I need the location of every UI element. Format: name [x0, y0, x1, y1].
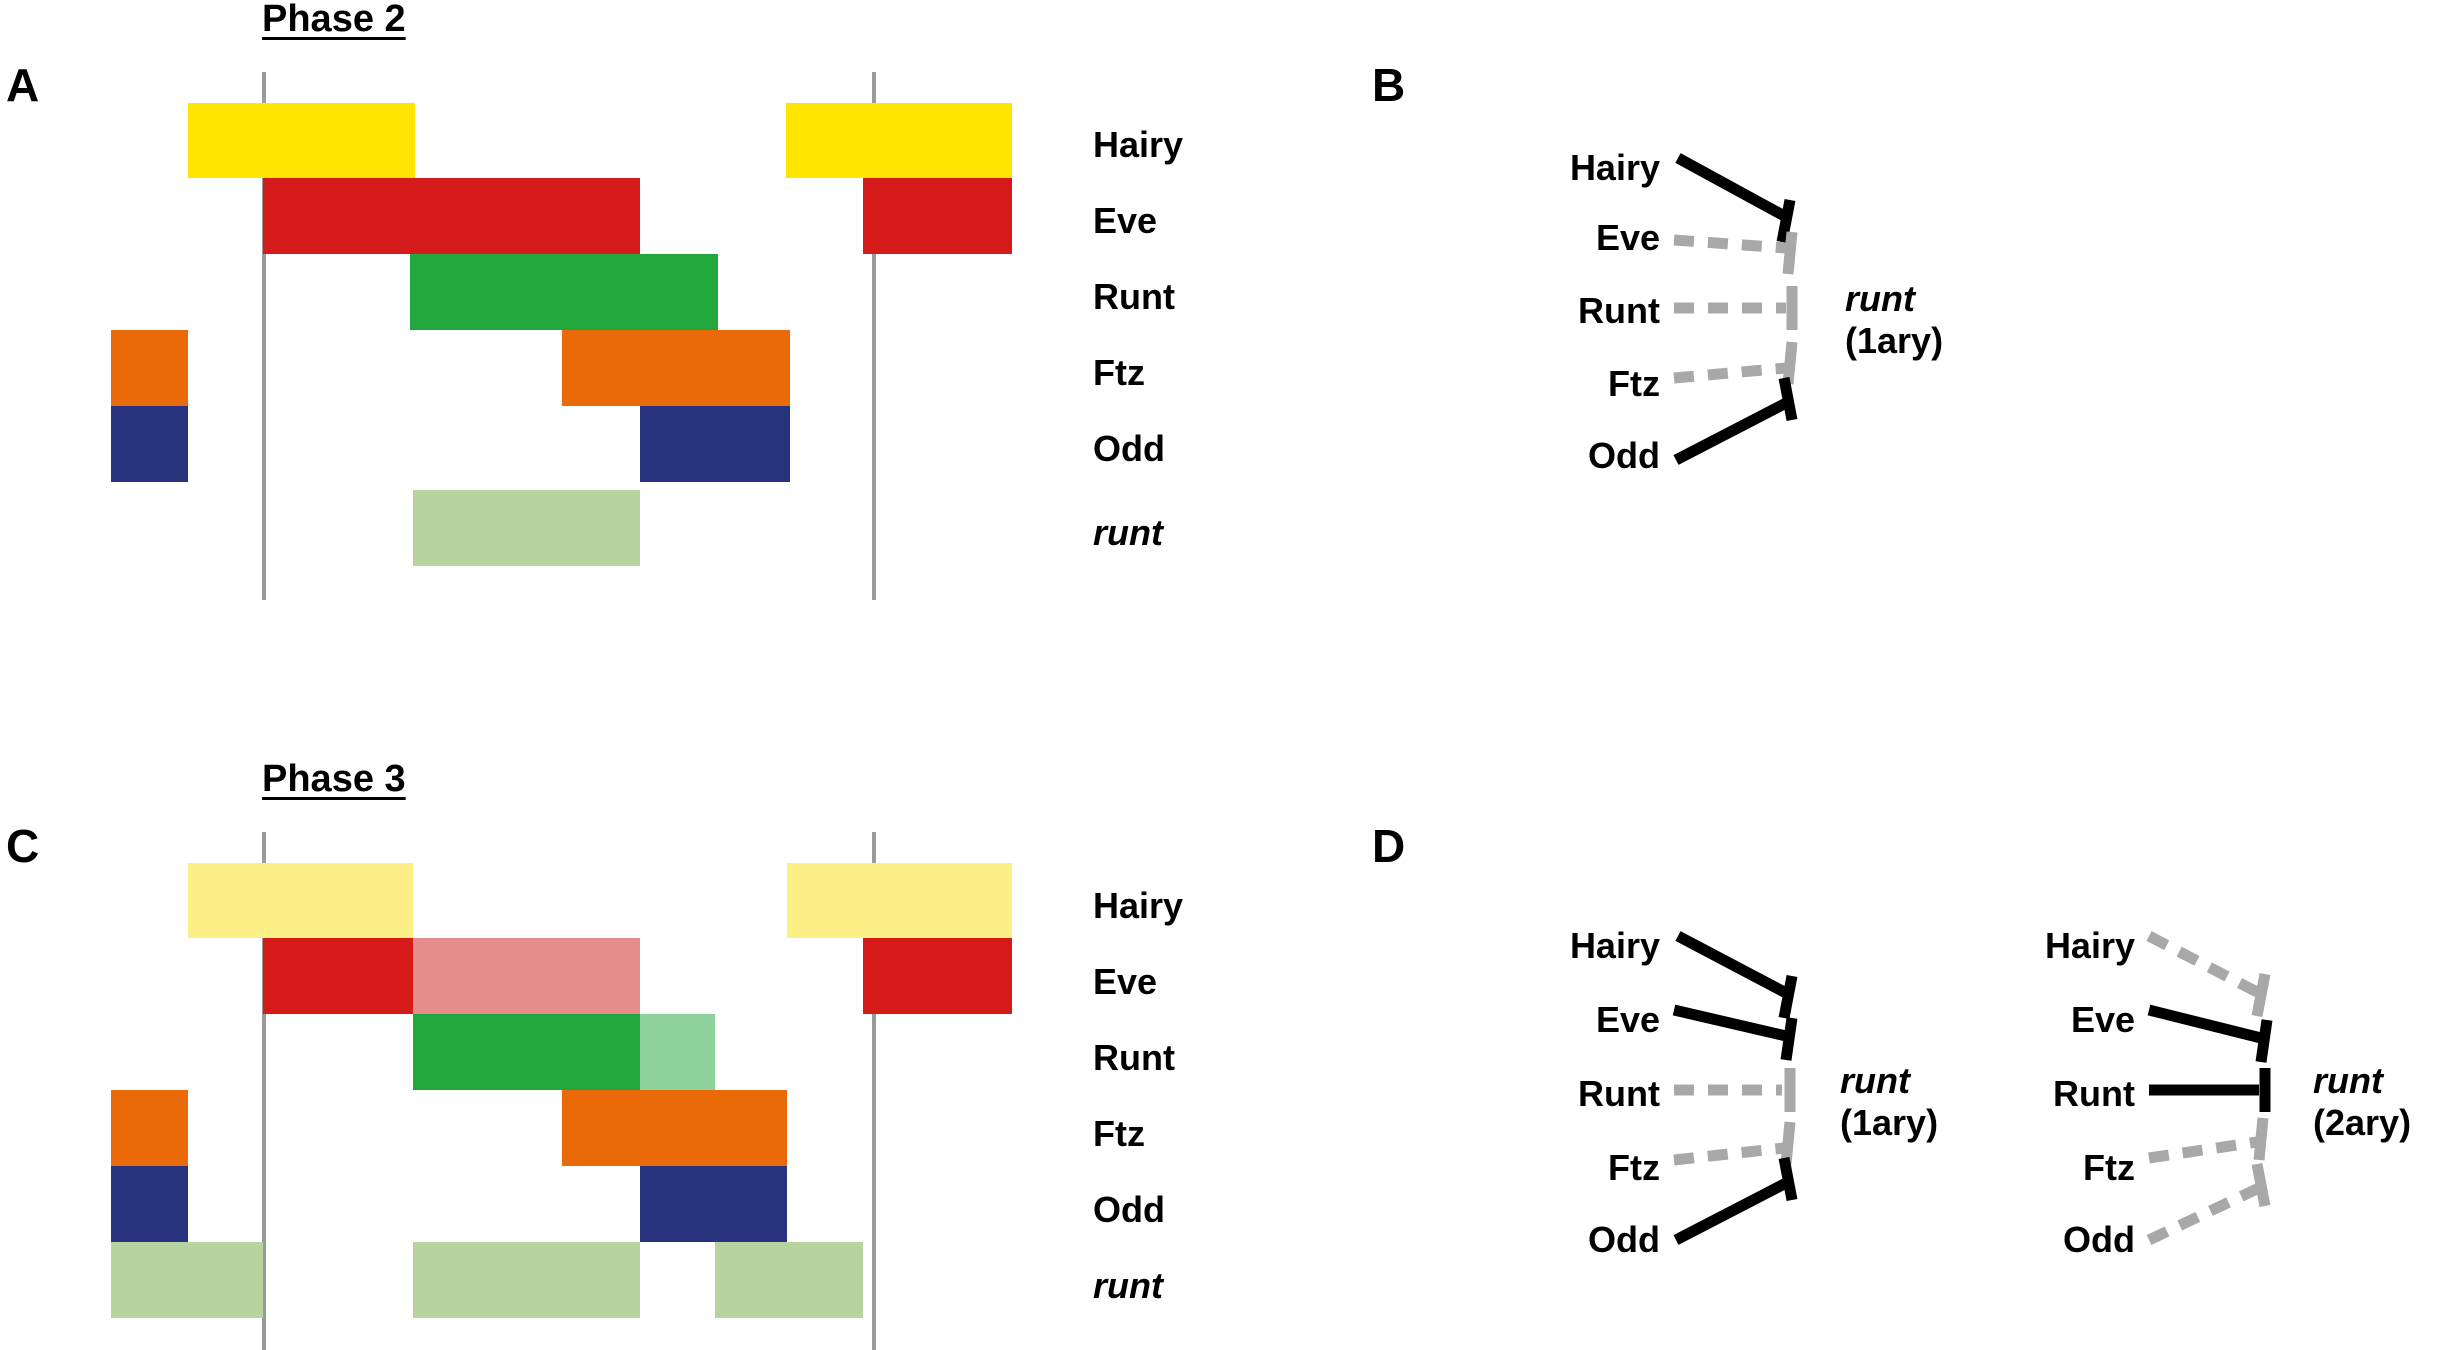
repression-arrow-ftz-b: [1673, 341, 1798, 385]
bar-hairy-c-2: [787, 863, 1012, 938]
repression-arrow-eve-b: [1673, 231, 1798, 275]
network-label-hairy-d1: Hairy: [1569, 925, 1660, 966]
target-qualifier-b: (1ary): [1845, 320, 1944, 362]
bar-ftz-c-2: [562, 1090, 787, 1166]
guide-line-right-c: [872, 832, 876, 1350]
panel-c-chart: [0, 760, 1100, 1350]
bar-hairy-c-1: [188, 863, 413, 938]
repression-arrow-eve-d2: [2147, 1004, 2273, 1063]
bar-runt-gene-c-2: [413, 1242, 640, 1318]
repression-arrow-runt-d2: [2149, 1068, 2271, 1112]
network-label-odd-b: Odd: [1588, 435, 1660, 476]
bar-odd-c-2: [640, 1166, 787, 1242]
panel-letter-c: C: [6, 820, 40, 872]
panel-letter-a: A: [6, 59, 40, 111]
bar-eve-a-1: [263, 178, 640, 254]
bar-eve-a-2: [863, 178, 1012, 254]
network-label-odd-d2: Odd: [2063, 1219, 2135, 1260]
phase-2-title: Phase 2: [262, 0, 406, 40]
target-qualifier-d1: (1ary): [1840, 1102, 1939, 1144]
network-label-eve-d2: Eve: [2070, 999, 2135, 1040]
panel-d-network-2ary: Hairy Eve Runt Ftz Odd runt (2ary): [2015, 910, 2440, 1258]
guide-line-left-c: [262, 832, 266, 1350]
phase-3-title: Phase 3: [262, 758, 406, 800]
panel-b-arrows: [1673, 153, 1798, 465]
repression-arrow-odd-b: [1673, 376, 1798, 465]
panel-d2-arrows: [2146, 931, 2273, 1245]
bar-ftz-a-1: [111, 330, 188, 406]
bar-runt-gene-c-3: [715, 1242, 863, 1318]
bar-odd-a-2: [640, 406, 790, 482]
network-label-hairy-b: Hairy: [1569, 147, 1660, 188]
target-name-b: runt: [1845, 278, 1915, 319]
row-label-eve-a: Eve: [1093, 200, 1158, 241]
repression-arrow-ftz-d1: [1673, 1121, 1796, 1166]
bar-ftz-a-2: [562, 330, 790, 406]
bar-odd-a-1: [111, 406, 188, 482]
repression-arrow-odd-d1: [1673, 1156, 1798, 1245]
row-label-runt-a: Runt: [1093, 276, 1175, 317]
row-label-odd-a: Odd: [1093, 428, 1165, 469]
guide-line-right-a: [872, 72, 876, 600]
row-label-runt-gene-a: runt: [1093, 512, 1163, 553]
target-label-b: runt (1ary): [1845, 278, 1943, 363]
bar-runt-gene-a-1: [413, 490, 640, 566]
panel-a-chart: [0, 0, 1100, 620]
repression-arrow-runt-b: [1674, 286, 1798, 330]
target-qualifier-d2: (2ary): [2313, 1102, 2412, 1144]
row-label-odd-c: Odd: [1093, 1189, 1165, 1230]
bar-hairy-a-1: [188, 103, 415, 178]
panel-letter-d: D: [1372, 820, 1406, 872]
target-name-d2: runt: [2313, 1060, 2383, 1101]
target-name-d1: runt: [1840, 1060, 1910, 1101]
bar-eve-c-2: [863, 938, 1012, 1014]
network-label-ftz-d1: Ftz: [1608, 1147, 1660, 1188]
guide-line-left-a: [262, 72, 266, 600]
repression-arrow-hairy-d2: [2146, 931, 2271, 1018]
bar-ftz-c-1: [111, 1090, 188, 1166]
network-label-hairy-d2: Hairy: [2044, 925, 2135, 966]
bar-runt-c-1: [413, 1014, 640, 1090]
network-label-odd-d1: Odd: [1588, 1219, 1660, 1260]
row-label-eve-c: Eve: [1093, 961, 1158, 1002]
target-label-d2: runt (2ary): [2313, 1060, 2411, 1145]
bar-odd-c-1: [111, 1166, 188, 1242]
row-label-hairy-c: Hairy: [1093, 885, 1184, 926]
network-label-eve-b: Eve: [1595, 217, 1660, 258]
panel-d-network-1ary: Hairy Eve Runt Ftz Odd runt (1ary): [1540, 910, 2020, 1258]
row-label-ftz-a: Ftz: [1093, 352, 1145, 393]
row-label-hairy-a: Hairy: [1093, 124, 1184, 165]
row-label-ftz-c: Ftz: [1093, 1113, 1145, 1154]
bar-eve-c-pale: [413, 938, 640, 1014]
network-label-runt-d2: Runt: [2053, 1073, 2135, 1114]
repression-arrow-odd-d2: [2146, 1162, 2271, 1245]
repression-arrow-runt-d1: [1674, 1068, 1796, 1112]
row-label-runt-gene-c: runt: [1093, 1265, 1163, 1306]
network-label-ftz-d2: Ftz: [2083, 1147, 2135, 1188]
network-label-runt-d1: Runt: [1578, 1073, 1660, 1114]
row-label-runt-c: Runt: [1093, 1037, 1175, 1078]
network-label-ftz-b: Ftz: [1608, 363, 1660, 404]
bar-runt-c-pale: [640, 1014, 715, 1090]
repression-arrow-hairy-d1: [1675, 931, 1798, 1020]
panel-letter-b: B: [1372, 59, 1406, 111]
bar-runt-gene-c-1: [111, 1242, 263, 1318]
network-label-runt-b: Runt: [1578, 290, 1660, 331]
network-label-eve-d1: Eve: [1595, 999, 1660, 1040]
panel-d1-arrows: [1672, 931, 1798, 1245]
repression-arrow-hairy-b: [1675, 153, 1796, 244]
bar-eve-c-1: [263, 938, 413, 1014]
repression-arrow-eve-d1: [1672, 1004, 1798, 1061]
target-label-d1: runt (1ary): [1840, 1060, 1938, 1145]
repression-arrow-ftz-d2: [2148, 1117, 2269, 1164]
bar-runt-a-1: [410, 254, 718, 330]
bar-hairy-a-2: [786, 103, 1012, 178]
panel-b-network: Hairy Eve Runt Ftz Odd runt: [1540, 130, 2060, 474]
